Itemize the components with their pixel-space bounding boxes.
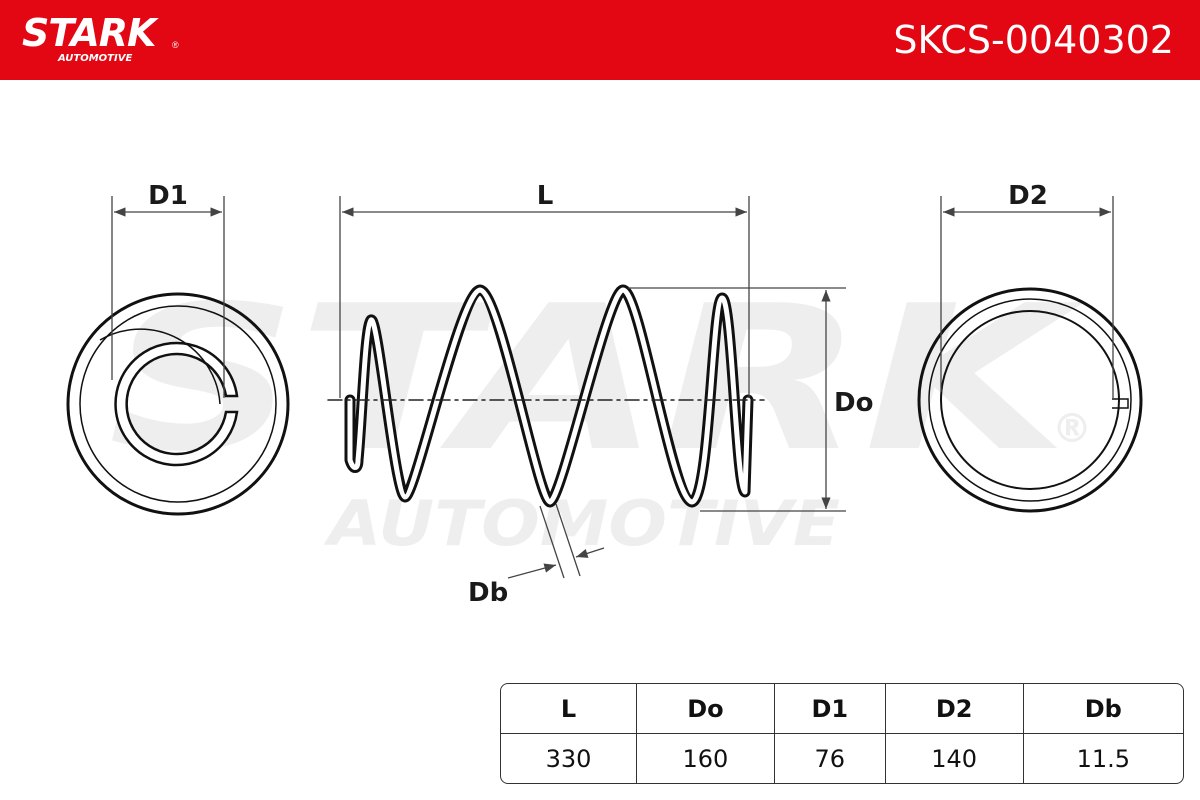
specs-header-do: Do — [635, 684, 774, 734]
dimension-db — [507, 503, 605, 579]
specs-value-l: 330 — [545, 744, 592, 773]
dimension-l — [339, 196, 750, 398]
part-number: SKCS-0040302 — [893, 18, 1174, 62]
dimension-d2 — [940, 196, 1114, 398]
specs-header-d2: D2 — [884, 684, 1023, 734]
header-bar: STARK ® AUTOMOTIVE SKCS-0040302 — [0, 0, 1200, 80]
label-d1: D1 — [148, 181, 188, 211]
label-do: Do — [834, 388, 873, 418]
specs-value-d2: 140 — [884, 734, 1023, 783]
spring-end-view-right — [917, 287, 1143, 513]
label-l: L — [537, 181, 554, 211]
specs-value-do: 160 — [635, 734, 774, 783]
logo-wordmark: STARK — [22, 11, 156, 55]
spring-technical-drawing: STARK AUTOMOTIVE ® D1 L Do Db — [66, 181, 1143, 608]
logo-registered-mark: ® — [172, 40, 179, 50]
specs-value-db: 11.5 — [1022, 734, 1183, 783]
specs-value-d1: 76 — [773, 734, 885, 783]
logo-subtitle: AUTOMOTIVE — [58, 53, 133, 64]
dimension-d1 — [111, 196, 225, 398]
specs-header-l: L — [501, 684, 636, 734]
specs-table: L Do D1 D2 Db 330 160 76 140 11.5 — [500, 683, 1184, 784]
specs-header-db: Db — [1022, 684, 1183, 734]
specs-header-row: L Do D1 D2 Db — [501, 684, 1183, 734]
dimension-do — [628, 287, 846, 512]
spring-side-view — [327, 284, 765, 508]
spring-end-view-left — [66, 292, 290, 516]
label-db: Db — [468, 578, 508, 608]
watermark: STARK AUTOMOTIVE ® — [108, 263, 1092, 560]
specs-value-row: 330 160 76 140 11.5 — [501, 734, 1183, 783]
watermark-registered-mark: ® — [1052, 406, 1092, 452]
stark-logo: STARK ® AUTOMOTIVE — [22, 11, 179, 64]
label-d2: D2 — [1008, 181, 1048, 211]
specs-header-d1: D1 — [773, 684, 885, 734]
